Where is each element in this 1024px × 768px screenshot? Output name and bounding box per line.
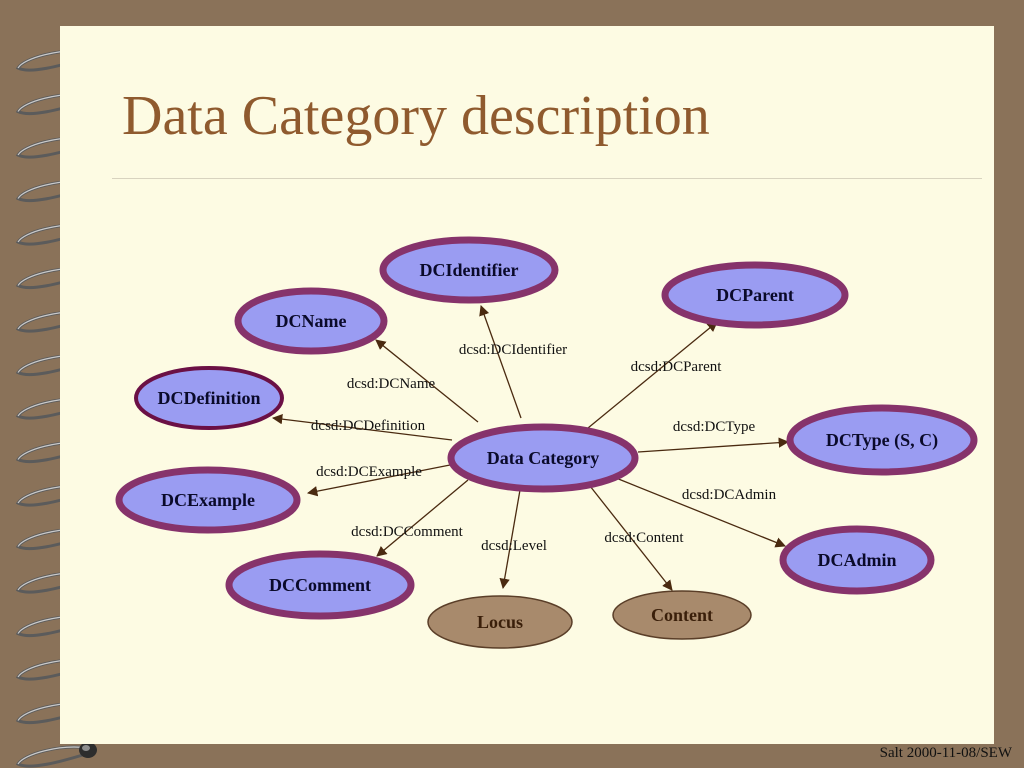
node-label-dcname: DCName <box>276 311 347 331</box>
nodes: Data Category DCIdentifierDCParentDCNameD… <box>115 236 978 649</box>
node-label-dcadmin: DCAdmin <box>817 550 896 570</box>
node-data-category: Data Category <box>447 423 639 493</box>
node-label-dcidentifier: DCIdentifier <box>420 260 519 280</box>
edge-arrow-dcexample <box>306 464 451 497</box>
node-locus: Locus <box>427 595 573 649</box>
node-label-dctype: DCType (S, C) <box>826 430 938 451</box>
edge-arrow-dctype <box>637 437 790 453</box>
edge-label-dcdefinition: dcsd:DCDefinition <box>311 418 426 434</box>
edges: dcsd:DCIdentifier dcsd:DCParent dcsd:DCNam… <box>271 305 790 591</box>
edge-label-dcname: dcsd:DCName <box>347 376 436 392</box>
node-label-dcdefinition: DCDefinition <box>158 388 261 408</box>
node-label-content: Content <box>651 605 713 625</box>
edge-label-dccomment: dcsd:DCComment <box>351 524 463 540</box>
edge-arrow-dcidentifier <box>479 305 522 419</box>
edge-label-content: dcsd:Content <box>604 530 684 546</box>
node-dccomment: DCComment <box>225 550 415 620</box>
edge-label-dcadmin: dcsd:DCAdmin <box>682 487 777 503</box>
edge-arrow-content <box>589 485 673 591</box>
title-divider <box>112 178 982 179</box>
node-label-locus: Locus <box>477 612 523 632</box>
node-label-dcparent: DCParent <box>716 285 794 305</box>
binding-ring-icon <box>15 742 97 768</box>
edge-arrow-dcparent <box>587 321 718 429</box>
node-content: Content <box>612 590 752 640</box>
edge-label-dcidentifier: dcsd:DCIdentifier <box>459 342 567 358</box>
node-dcname: DCName <box>234 287 388 355</box>
node-dcidentifier: DCIdentifier <box>379 236 559 304</box>
edge-arrow-dcdefinition <box>271 413 453 441</box>
edge-label-dcparent: dcsd:DCParent <box>631 359 723 375</box>
edge-label-dctype: dcsd:DCType <box>673 419 756 435</box>
node-dcdefinition: DCDefinition <box>134 366 284 430</box>
edge-arrow-locus <box>499 489 521 590</box>
node-label-data-category: Data Category <box>487 448 599 468</box>
slide-title: Data Category description <box>122 85 710 147</box>
node-dcexample: DCExample <box>115 466 301 534</box>
node-label-dccomment: DCComment <box>269 575 371 595</box>
slide-footer: Salt 2000-11-08/SEW <box>879 745 1012 761</box>
node-label-dcexample: DCExample <box>161 490 255 510</box>
node-dcadmin: DCAdmin <box>779 525 935 595</box>
node-dctype: DCType (S, C) <box>786 404 978 476</box>
edge-arrow-dccomment <box>376 479 469 557</box>
node-dcparent: DCParent <box>661 261 849 329</box>
edge-arrow-dcadmin <box>615 477 786 548</box>
edge-label-dcexample: dcsd:DCExample <box>316 464 422 480</box>
edge-label-locus: dcsd:Level <box>481 538 547 554</box>
edge-arrow-dcname <box>375 339 479 423</box>
